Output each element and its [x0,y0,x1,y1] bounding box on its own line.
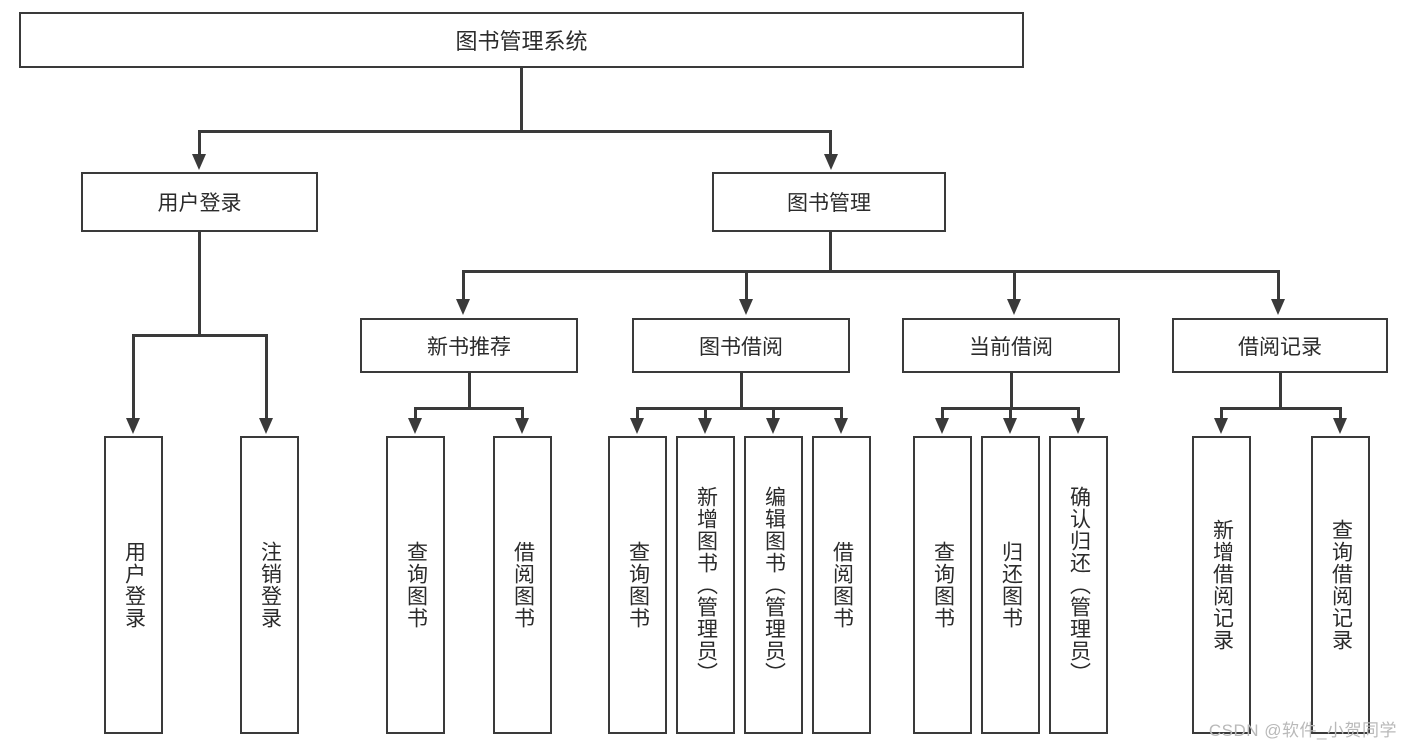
leaf-label: 归还图书 [999,541,1023,629]
arrow-to-leaf-logout [259,418,273,434]
connector-borrow-stem [740,373,743,409]
arrow-to-leaf-current-return [1003,418,1017,434]
connector-book-mgmt-drop-2 [745,270,748,300]
connector-user-login-stem [198,232,201,336]
connector-book-mgmt-drop-3 [1013,270,1016,300]
leaf-label: 用户登录 [122,541,146,629]
node-label: 借阅记录 [1238,335,1322,359]
arrow-to-leaf-current-query [935,418,949,434]
leaf-current-query-book[interactable]: 查询图书 [913,436,972,734]
connector-borrow-drop-1 [636,407,639,420]
connector-recommend-drop-2 [521,407,524,420]
leaf-label: 借阅图书 [830,541,854,629]
leaf-user-login[interactable]: 用户登录 [104,436,163,734]
node-label: 图书管理 [787,192,871,215]
node-label: 图书借阅 [699,335,783,359]
connector-record-drop-1 [1220,407,1223,420]
leaf-label: 查询图书 [626,541,650,629]
leaf-label: 注销登录 [258,541,282,629]
connector-book-mgmt-drop-4 [1277,270,1280,300]
connector-root-stem [520,68,523,130]
leaf-borrow-add-book[interactable]: 新增图书（管理员） [676,436,735,734]
connector-user-login-bus [132,334,268,337]
connector-recommend-stem [468,373,471,409]
node-current-borrow[interactable]: 当前借阅 [902,318,1120,373]
connector-user-login-drop-2 [265,334,268,420]
leaf-record-add[interactable]: 新增借阅记录 [1192,436,1251,734]
arrow-to-new-book-recommend [456,299,470,315]
connector-user-login-drop-1 [132,334,135,420]
node-label: 当前借阅 [969,335,1053,359]
arrow-to-leaf-record-query [1333,418,1347,434]
arrow-to-leaf-record-add [1214,418,1228,434]
leaf-label: 查询图书 [404,541,428,629]
leaf-label: 新增图书（管理员） [694,486,718,684]
leaf-recommend-query-book[interactable]: 查询图书 [386,436,445,734]
connector-recommend-bus [414,407,524,410]
connector-current-drop-1 [941,407,944,420]
connector-current-stem [1010,373,1013,409]
connector-recommend-drop-1 [414,407,417,420]
connector-current-drop-2 [1009,407,1012,420]
leaf-current-return-book[interactable]: 归还图书 [981,436,1040,734]
connector-root-to-user-login [198,130,201,156]
arrow-to-leaf-recommend-borrow [515,418,529,434]
arrow-to-leaf-borrow-add [698,418,712,434]
arrow-to-book-mgmt [824,154,838,170]
connector-record-drop-2 [1339,407,1342,420]
leaf-logout[interactable]: 注销登录 [240,436,299,734]
connector-borrow-bus [636,407,843,410]
node-label: 新书推荐 [427,335,511,359]
leaf-label: 查询图书 [931,541,955,629]
leaf-borrow-lend-book[interactable]: 借阅图书 [812,436,871,734]
leaf-label: 编辑图书（管理员） [762,486,786,684]
connector-borrow-drop-2 [704,407,707,420]
connector-record-stem [1279,373,1282,409]
leaf-current-confirm-return[interactable]: 确认归还（管理员） [1049,436,1108,734]
connector-book-mgmt-stem [829,232,832,272]
leaf-borrow-edit-book[interactable]: 编辑图书（管理员） [744,436,803,734]
leaf-record-query[interactable]: 查询借阅记录 [1311,436,1370,734]
connector-current-drop-3 [1077,407,1080,420]
leaf-recommend-borrow-book[interactable]: 借阅图书 [493,436,552,734]
node-borrow-record[interactable]: 借阅记录 [1172,318,1388,373]
arrow-to-leaf-user-login [126,418,140,434]
leaf-label: 借阅图书 [511,541,535,629]
connector-root-bus [198,130,832,133]
connector-record-bus [1220,407,1342,410]
arrow-to-leaf-borrow-query [630,418,644,434]
arrow-to-leaf-current-confirm [1071,418,1085,434]
node-user-login[interactable]: 用户登录 [81,172,318,232]
arrow-to-leaf-borrow-lend [834,418,848,434]
node-new-book-recommend[interactable]: 新书推荐 [360,318,578,373]
leaf-borrow-query-book[interactable]: 查询图书 [608,436,667,734]
connector-root-to-book-mgmt [829,130,832,156]
arrow-to-user-login [192,154,206,170]
arrow-to-leaf-recommend-query [408,418,422,434]
csdn-watermark: CSDN @软件_小贺同学 [1208,721,1397,740]
leaf-label: 确认归还（管理员） [1067,486,1091,684]
node-root-system[interactable]: 图书管理系统 [19,12,1024,68]
arrow-to-book-borrow [739,299,753,315]
arrow-to-borrow-record [1271,299,1285,315]
node-book-borrow[interactable]: 图书借阅 [632,318,850,373]
leaf-label: 查询借阅记录 [1329,519,1353,651]
node-label: 图书管理系统 [455,29,588,54]
leaf-label: 新增借阅记录 [1210,519,1234,651]
arrow-to-leaf-borrow-edit [766,418,780,434]
connector-borrow-drop-4 [840,407,843,420]
connector-borrow-drop-3 [772,407,775,420]
connector-book-mgmt-bus [462,270,1280,273]
node-book-management[interactable]: 图书管理 [712,172,946,232]
node-label: 用户登录 [157,192,242,215]
connector-book-mgmt-drop-1 [462,270,465,300]
arrow-to-current-borrow [1007,299,1021,315]
